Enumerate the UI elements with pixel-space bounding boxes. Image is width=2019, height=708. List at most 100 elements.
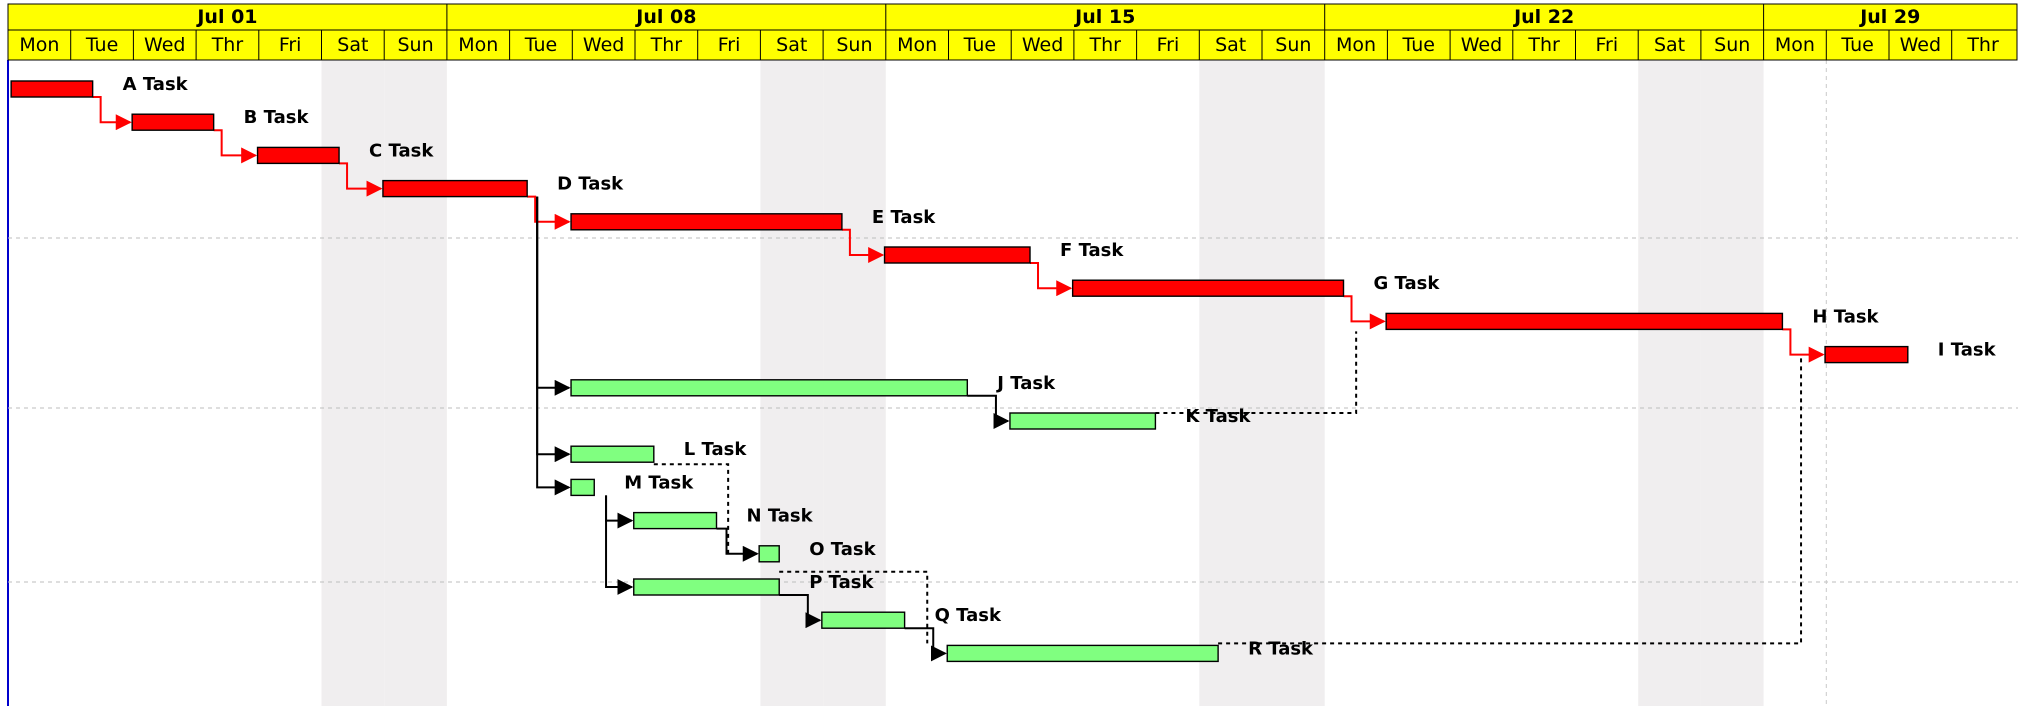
day-header-label: Sun <box>397 34 433 56</box>
task-label: A Task <box>123 74 189 95</box>
critical-dependency-link <box>527 195 571 230</box>
task-label: K Task <box>1185 406 1251 427</box>
day-header-label: Thr <box>650 34 683 56</box>
day-header-label: Sat <box>1654 34 1685 56</box>
task-label: C Task <box>369 140 434 161</box>
day-header-label: Tue <box>1402 34 1435 56</box>
task-bar[interactable] <box>1824 345 1909 364</box>
day-header-label: Wed <box>583 34 624 56</box>
day-header-label: Sun <box>836 34 872 56</box>
task-bar[interactable] <box>570 445 655 463</box>
day-header-label: Sun <box>1275 34 1311 56</box>
day-header-label: Fri <box>279 34 302 56</box>
day-header-label: Wed <box>1461 34 1502 56</box>
task-bar[interactable] <box>1385 312 1784 331</box>
dependency-link <box>904 627 947 662</box>
critical-dependency-link <box>213 129 258 164</box>
week-header-label: Jul 29 <box>1858 6 1920 28</box>
task-bar[interactable] <box>382 179 528 198</box>
critical-dependency-link <box>339 162 383 197</box>
critical-dependency-link <box>841 228 885 263</box>
weekend-shading <box>1199 60 1262 706</box>
day-header-label: Tue <box>524 34 557 56</box>
weekend-shading <box>321 60 385 706</box>
week-header-label: Jul 08 <box>634 6 696 28</box>
critical-dependency-link <box>1343 295 1386 330</box>
day-header-label: Sat <box>776 34 807 56</box>
task-bar[interactable] <box>570 379 969 397</box>
day-header-label: Fri <box>1596 34 1619 56</box>
week-header-label: Jul 15 <box>1073 6 1135 28</box>
task-bar[interactable] <box>1009 412 1157 430</box>
dependency-link <box>779 594 822 629</box>
critical-dependency-link <box>1030 262 1073 297</box>
task-label: D Task <box>557 174 624 195</box>
day-header-label: Fri <box>1157 34 1180 56</box>
dependency-link <box>967 394 1010 429</box>
header-background <box>7 3 2018 61</box>
critical-dependency-link <box>1782 328 1825 363</box>
dependency-link <box>716 527 759 562</box>
dashed-dependency-link <box>1155 331 1358 414</box>
task-bar[interactable] <box>758 545 780 563</box>
dashed-dependency-link <box>1218 354 1803 645</box>
task-bar[interactable] <box>883 246 1031 264</box>
day-header-label: Wed <box>1900 34 1941 56</box>
day-header-label: Wed <box>144 34 185 56</box>
timeline-header: Jul 01 Jul 08 Jul 15 Jul 22 Jul 29 Mon Tue Wed T… <box>7 3 2018 61</box>
task-label: E Task <box>872 207 936 228</box>
day-header-label: Tue <box>85 34 118 56</box>
task-label: F Task <box>1060 240 1124 261</box>
day-header-label: Sat <box>337 34 368 56</box>
task-label: M Task <box>624 472 694 493</box>
day-header-label: Wed <box>1022 34 1063 56</box>
task-bar[interactable] <box>821 611 906 629</box>
day-header-label: Mon <box>897 34 937 56</box>
dependency-link <box>605 495 634 595</box>
day-header-label: Thr <box>1966 34 1999 56</box>
task-label: R Task <box>1248 638 1314 659</box>
task-bar[interactable] <box>570 478 595 497</box>
day-header-label: Thr <box>1089 34 1122 56</box>
day-header-label: Mon <box>1336 34 1376 56</box>
day-header-label: Sun <box>1714 34 1750 56</box>
dependency-layer <box>92 96 1825 662</box>
weekend-shading <box>1262 60 1325 706</box>
day-header-label: Fri <box>718 34 741 56</box>
task-label: L Task <box>684 439 748 460</box>
task-label: H Task <box>1812 306 1879 327</box>
day-header-label: Sat <box>1215 34 1246 56</box>
task-bar[interactable] <box>131 113 215 131</box>
weekend-shading <box>384 60 447 706</box>
week-header-label: Jul 01 <box>195 6 257 28</box>
week-header-label: Jul 22 <box>1512 6 1574 28</box>
task-bar-layer <box>10 80 1909 663</box>
task-label: N Task <box>747 506 814 527</box>
day-header-label: Thr <box>1527 34 1560 56</box>
day-header-label: Thr <box>211 34 244 56</box>
task-bar[interactable] <box>256 146 340 165</box>
task-bar[interactable] <box>1071 279 1345 297</box>
day-header-label: Mon <box>19 34 59 56</box>
task-label: B Task <box>244 107 310 128</box>
day-header-label: Mon <box>458 34 498 56</box>
dashed-dependency-link <box>653 463 730 556</box>
dependency-link <box>536 196 571 496</box>
task-bar[interactable] <box>633 511 718 530</box>
grid-layer <box>7 60 2018 706</box>
dashed-dependency-link <box>779 570 929 644</box>
day-header-label: Mon <box>1775 34 1815 56</box>
task-label: Q Task <box>935 605 1002 626</box>
task-bar[interactable] <box>946 644 1219 663</box>
task-label: P Task <box>809 572 874 593</box>
task-bar[interactable] <box>10 80 94 98</box>
task-bar[interactable] <box>633 578 780 596</box>
task-bar[interactable] <box>570 213 843 231</box>
task-label: O Task <box>809 539 876 560</box>
task-label: I Task <box>1938 340 1997 361</box>
weekend-shading <box>1638 60 1701 706</box>
